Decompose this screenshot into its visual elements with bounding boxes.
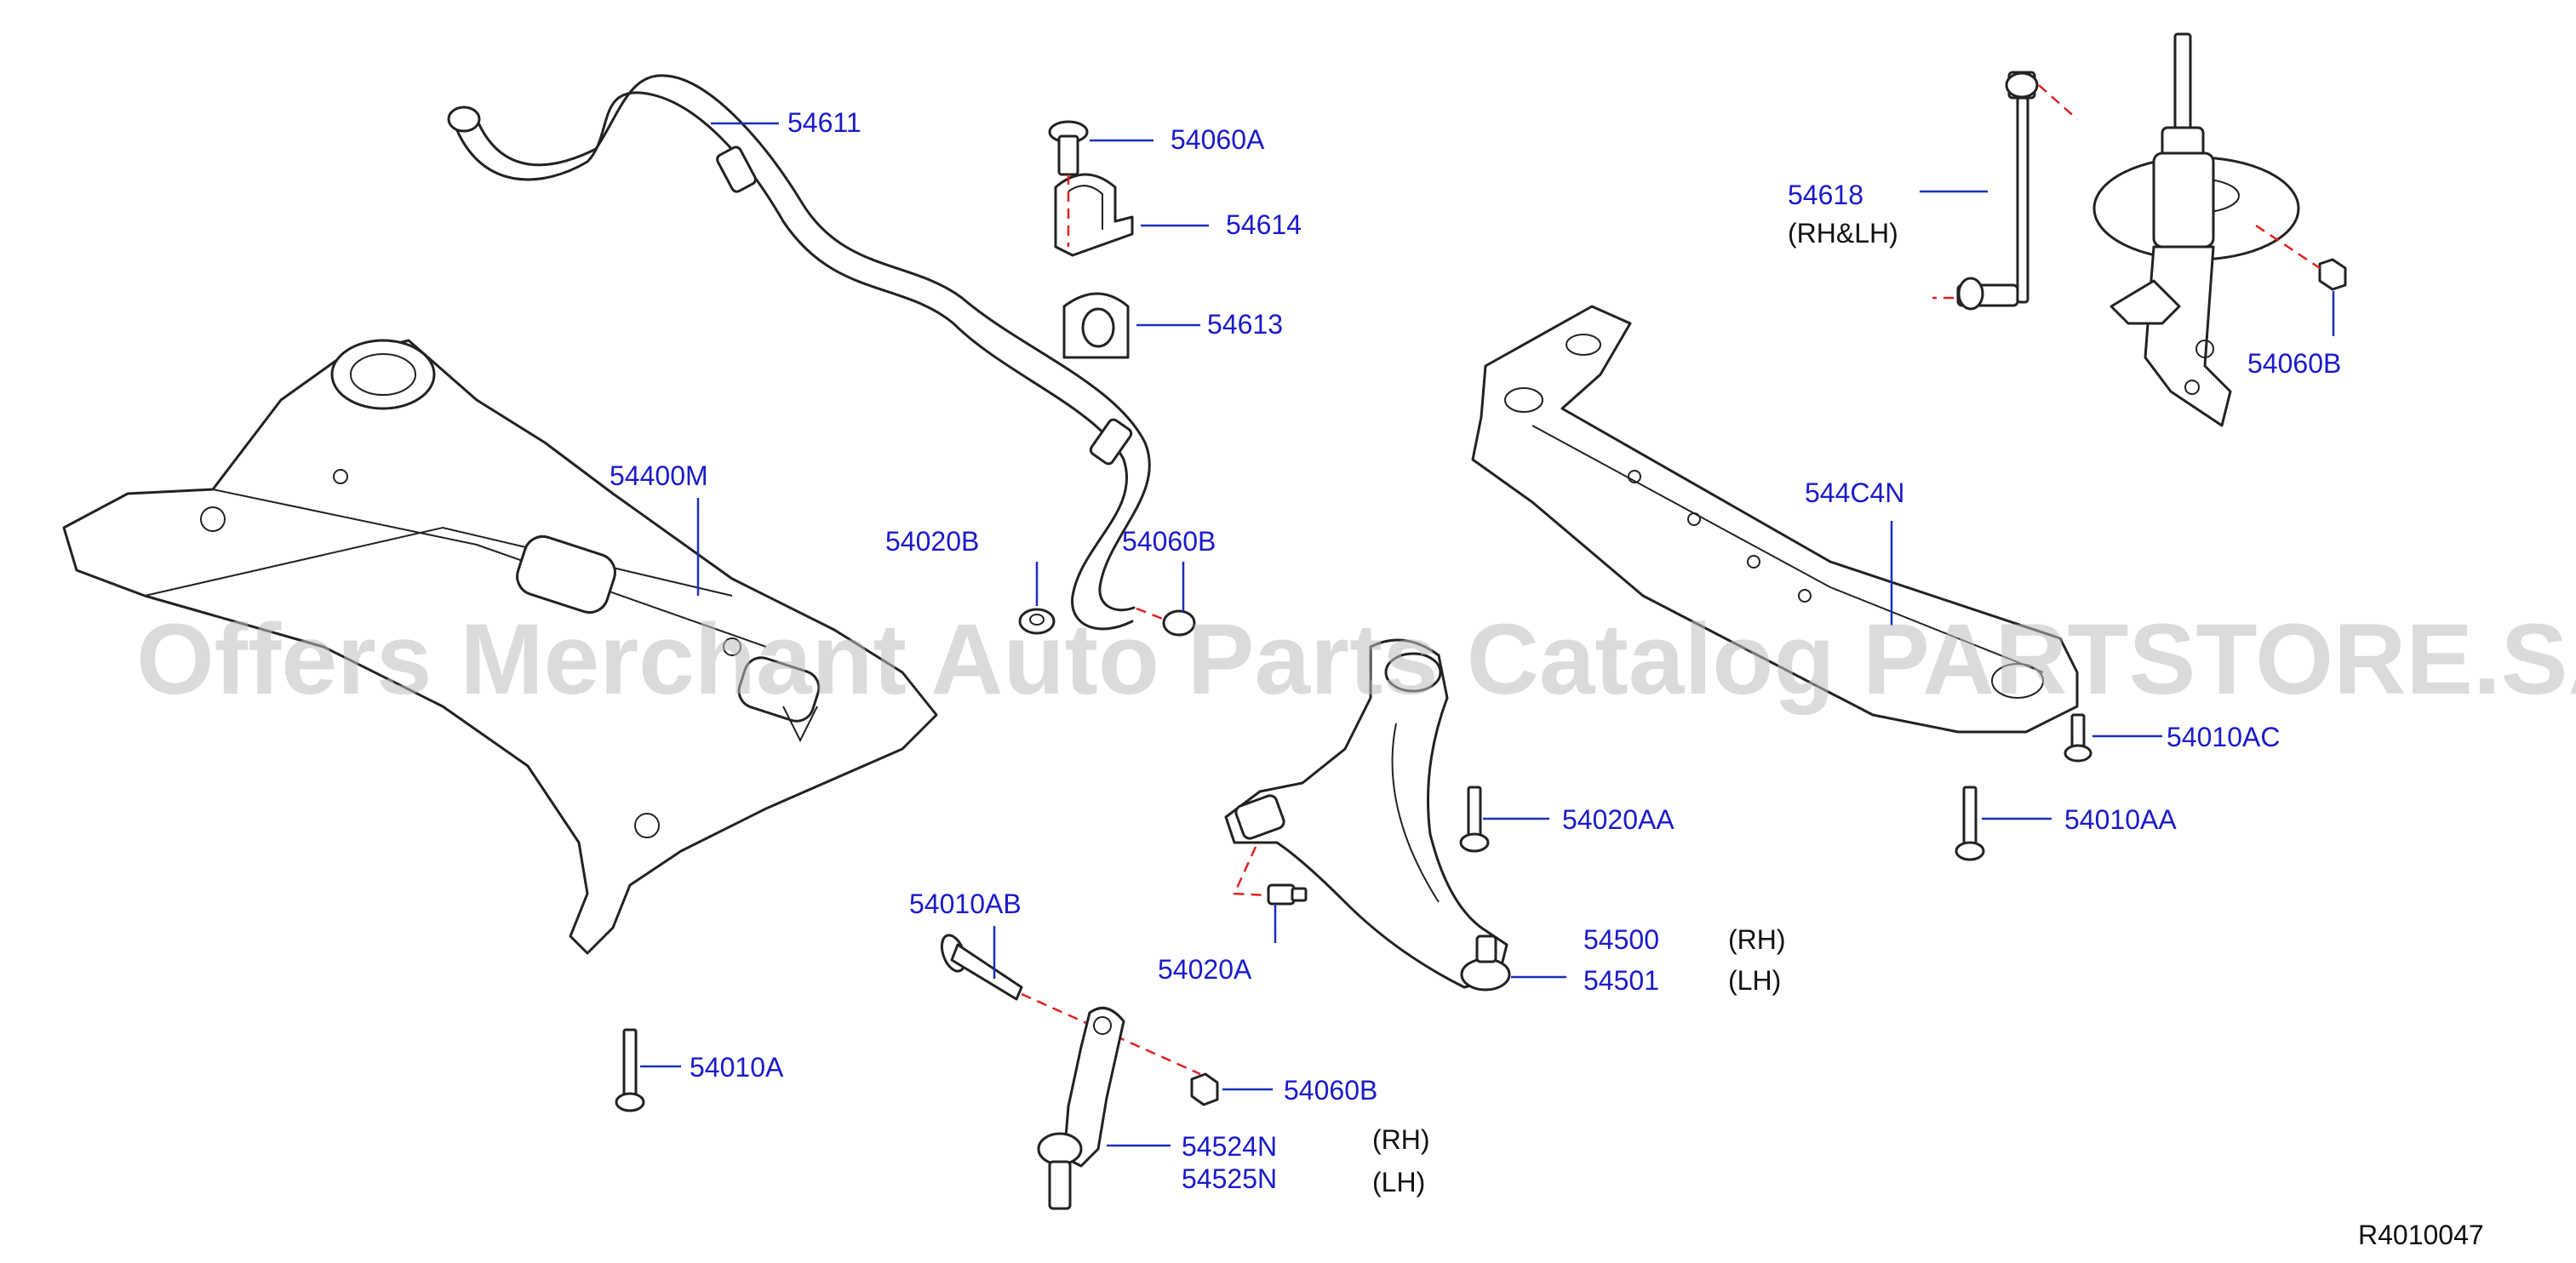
label-54020aa: 54020AA [1562, 804, 1674, 835]
label-54020b: 54020B [885, 526, 979, 557]
label-54618: 54618 [1788, 180, 1863, 210]
stabilizer-connecting-rod[interactable] [1956, 71, 2039, 311]
transverse-link[interactable] [1224, 638, 1511, 992]
bolt-54010ac[interactable] [2064, 713, 2092, 763]
label-54525n: 54525N [1182, 1163, 1277, 1194]
link-nut-lower[interactable] [1190, 1072, 1219, 1106]
stabilizer-bushing[interactable] [1062, 292, 1130, 359]
link-bolt[interactable] [1267, 883, 1308, 906]
label-54060a: 54060A [1171, 124, 1265, 155]
label-54500-side: (RH) [1728, 924, 1786, 955]
label-54400m: 54400M [610, 460, 708, 491]
label-54611: 54611 [787, 107, 862, 138]
front-suspension-member[interactable] [62, 339, 938, 955]
bolt-54010ab[interactable] [937, 932, 1023, 1001]
bolt-54020aa[interactable] [1459, 786, 1490, 853]
label-54525n-side: (LH) [1372, 1167, 1425, 1197]
bracket-bolt[interactable] [1048, 120, 1089, 176]
strut-nut[interactable] [2318, 258, 2347, 291]
subframe-bar[interactable] [1471, 305, 2079, 734]
label-54010aa: 54010AA [2064, 804, 2177, 835]
label-54060b-strut: 54060B [2247, 348, 2341, 379]
lower-link-bracket[interactable] [1037, 1006, 1125, 1210]
reference-code: R4010047 [2358, 1220, 2484, 1250]
strut-assembly[interactable] [2092, 32, 2300, 427]
label-54020a: 54020A [1158, 954, 1252, 985]
label-54500: 54500 [1583, 924, 1659, 955]
link-nut-upper[interactable] [1162, 609, 1196, 637]
label-54618-side: (RH&LH) [1788, 218, 1898, 249]
watermark-text: Offers Merchant Auto Parts Catalog PARTS… [136, 603, 2576, 716]
stabilizer-bar[interactable] [447, 74, 1151, 631]
label-54524n: 54524N [1182, 1131, 1277, 1162]
label-544c4n: 544C4N [1805, 477, 1904, 508]
label-54010ac: 54010AC [2167, 722, 2280, 752]
label-54614: 54614 [1226, 209, 1302, 240]
label-54010a: 54010A [690, 1052, 784, 1083]
bolt-54010a[interactable] [615, 1028, 645, 1112]
label-54613: 54613 [1207, 309, 1283, 340]
label-54010ab: 54010AB [909, 889, 1022, 919]
label-54501: 54501 [1583, 965, 1659, 996]
label-54524n-side: (RH) [1372, 1124, 1430, 1155]
label-54501-side: (LH) [1728, 965, 1781, 996]
leader-lines [640, 122, 2335, 1147]
small-nut[interactable] [1018, 608, 1056, 635]
stabilizer-bracket[interactable] [1054, 173, 1134, 257]
bolt-54010aa[interactable] [1955, 786, 1985, 861]
label-54060b-upper: 54060B [1122, 526, 1216, 557]
label-54060b-lower: 54060B [1284, 1075, 1377, 1106]
